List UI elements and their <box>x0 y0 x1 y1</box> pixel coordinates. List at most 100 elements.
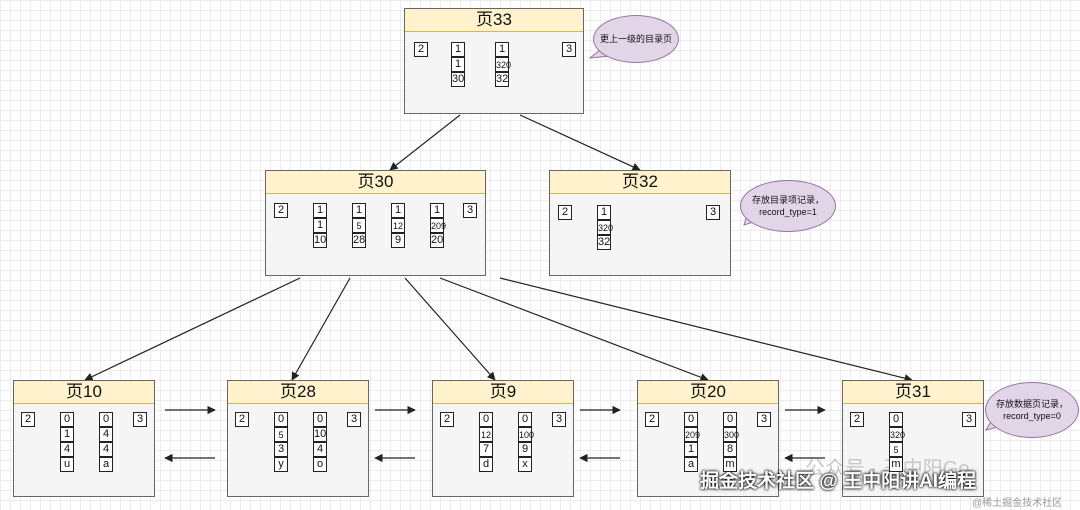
note-bottom: 存放数据页记录， record_type=0 <box>985 382 1079 438</box>
record-cell: 9 <box>391 233 405 248</box>
record-cell: x <box>518 457 532 472</box>
edge-30-9 <box>404 277 496 381</box>
note-middle-line1: 存放目录项记录， <box>751 194 824 205</box>
note-middle-line2: record_type=1 <box>759 207 817 217</box>
record-cell: 3 <box>757 412 771 427</box>
note-bottom-line2: record_type=0 <box>1003 411 1061 421</box>
page-p10: 页10 <box>13 380 155 497</box>
record-cell: 0 <box>60 412 74 427</box>
page-title: 页32 <box>550 171 730 194</box>
record-cell: 3 <box>962 412 976 427</box>
record-cell: 28 <box>352 233 366 248</box>
record-cell: 1 <box>352 203 366 218</box>
record-cell: m <box>889 457 903 472</box>
record-cell: 1 <box>451 42 465 57</box>
record-cell: 1 <box>495 42 509 57</box>
record-cell: 32 <box>597 235 611 250</box>
edge-30-20 <box>439 277 709 382</box>
edge-33-30 <box>389 114 461 171</box>
record-cell: 1 <box>684 442 698 457</box>
watermark-small: @稀土掘金技术社区 <box>972 498 1063 509</box>
page-p30: 页30 <box>265 170 486 276</box>
record-cell: 10 <box>313 233 327 248</box>
record-cell: 100 <box>518 427 534 442</box>
record-cell: 2 <box>558 205 572 220</box>
record-cell: 3 <box>552 412 566 427</box>
record-cell: 3 <box>133 412 147 427</box>
record-cell: 12 <box>479 427 493 442</box>
record-cell: 5 <box>274 427 288 442</box>
record-cell: 1 <box>451 57 465 72</box>
note-top: 更上一级的目录页 <box>593 15 679 63</box>
record-cell: 0 <box>479 412 493 427</box>
record-cell: 4 <box>313 442 327 457</box>
record-cell: 8 <box>723 442 737 457</box>
record-cell: 209 <box>684 427 700 442</box>
record-cell: 1 <box>391 203 405 218</box>
record-cell: 9 <box>518 442 532 457</box>
record-cell: 2 <box>645 412 659 427</box>
record-cell: 2 <box>440 412 454 427</box>
record-cell: 0 <box>684 412 698 427</box>
page-title: 页20 <box>638 381 778 404</box>
record-cell: y <box>274 457 288 472</box>
record-cell: 320 <box>597 220 613 235</box>
record-cell: 20 <box>430 233 444 248</box>
record-cell: 2 <box>235 412 249 427</box>
record-cell: 0 <box>518 412 532 427</box>
edge-30-28 <box>291 277 351 381</box>
record-cell: m <box>723 457 737 472</box>
record-cell: 1 <box>313 218 327 233</box>
record-cell: 3 <box>463 203 477 218</box>
record-cell: 2 <box>850 412 864 427</box>
record-cell: 0 <box>889 412 903 427</box>
record-cell: a <box>99 457 113 472</box>
page-title: 页9 <box>433 381 573 404</box>
page-title: 页31 <box>843 381 983 404</box>
record-cell: 1 <box>430 203 444 218</box>
note-bottom-line1: 存放数据页记录， <box>995 398 1068 409</box>
record-cell: 1 <box>60 427 74 442</box>
record-cell: a <box>684 457 698 472</box>
page-p31: 页31 <box>842 380 984 497</box>
edge-30-10 <box>84 277 301 381</box>
page-title: 页33 <box>405 9 583 32</box>
record-cell: 2 <box>21 412 35 427</box>
record-cell: 5 <box>889 442 903 457</box>
edge-33-32 <box>519 114 641 171</box>
record-cell: 320 <box>889 427 905 442</box>
record-cell: 1 <box>313 203 327 218</box>
page-p28: 页28 <box>227 380 369 497</box>
record-cell: 1 <box>597 205 611 220</box>
record-cell: 0 <box>274 412 288 427</box>
page-p9: 页9 <box>432 380 574 497</box>
page-title: 页10 <box>14 381 154 404</box>
record-cell: 2 <box>414 42 428 57</box>
note-top-text: 更上一级的目录页 <box>600 33 673 44</box>
edge-30-31 <box>499 277 913 383</box>
record-cell: 10 <box>313 427 327 442</box>
record-cell: d <box>479 457 493 472</box>
record-cell: 3 <box>706 205 720 220</box>
page-p33: 页33 <box>404 8 584 114</box>
record-cell: 12 <box>391 218 405 233</box>
watermark-faint: 公众号 · 王中阳Go <box>805 458 970 480</box>
page-p32: 页32 <box>549 170 731 276</box>
record-cell: 4 <box>99 427 113 442</box>
record-cell: 30 <box>451 72 465 87</box>
record-cell: 320 <box>495 57 511 72</box>
record-cell: o <box>313 457 327 472</box>
record-cell: 7 <box>479 442 493 457</box>
note-middle: 存放目录项记录， record_type=1 <box>740 180 836 232</box>
record-cell: 300 <box>723 427 739 442</box>
record-cell: 5 <box>352 218 366 233</box>
record-cell: 2 <box>274 203 288 218</box>
record-cell: 3 <box>274 442 288 457</box>
page-title: 页28 <box>228 381 368 404</box>
record-cell: 0 <box>313 412 327 427</box>
record-cell: 3 <box>562 42 576 57</box>
page-title: 页30 <box>266 171 485 194</box>
record-cell: 32 <box>495 72 509 87</box>
page-p20: 页20 <box>637 380 779 497</box>
record-cell: 0 <box>99 412 113 427</box>
